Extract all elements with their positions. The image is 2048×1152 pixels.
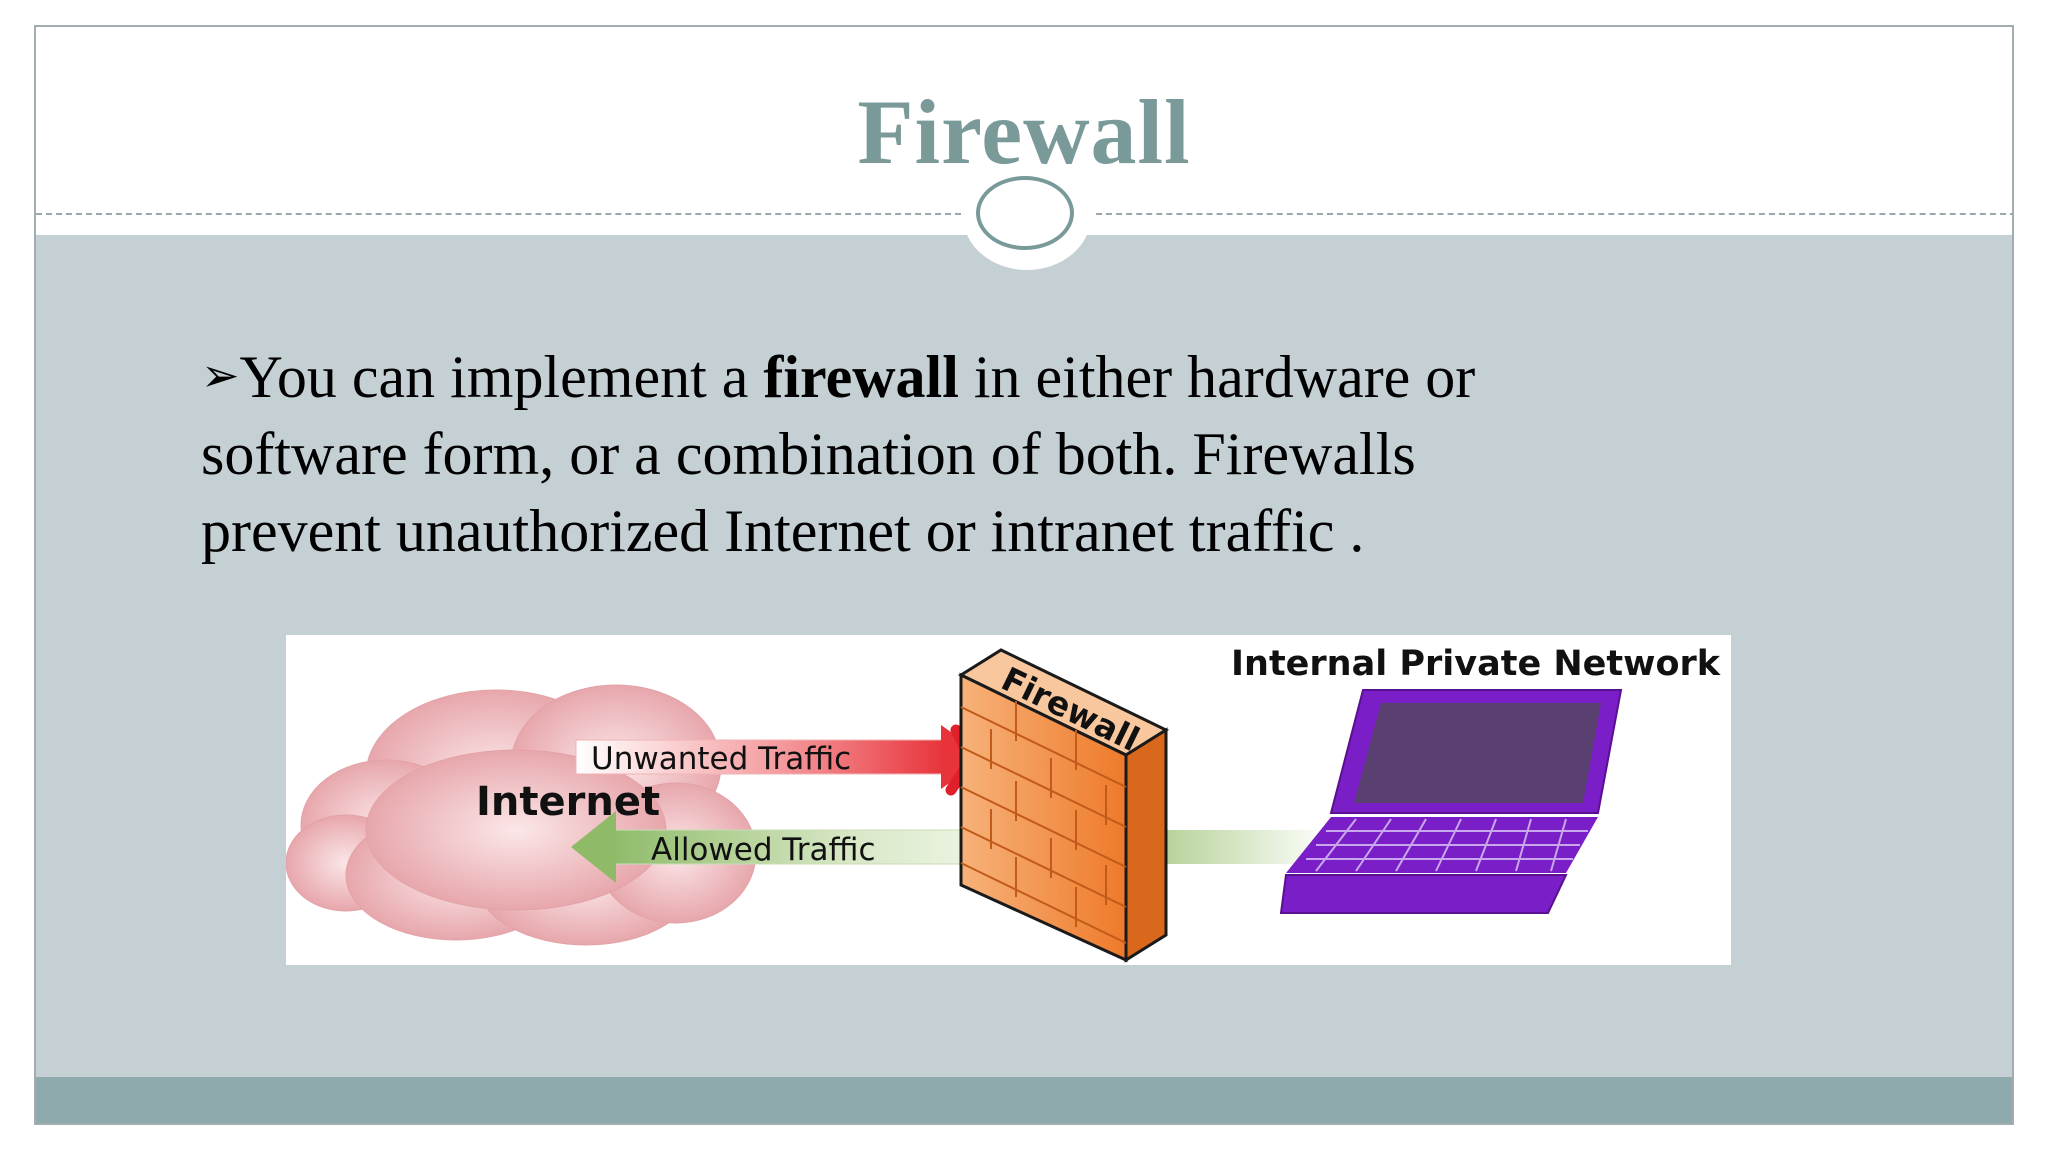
laptop-icon: [1279, 689, 1623, 914]
firewall-diagram: Internet Unwanted Traffic Allowed Traffi…: [286, 635, 1731, 965]
ornament-ring: [976, 176, 1074, 250]
footer-bar: [36, 1077, 2012, 1123]
unwanted-traffic-arrow: [575, 725, 986, 789]
unwanted-traffic-label: Unwanted Traffic: [591, 741, 851, 777]
network-label: Internal Private Network: [1231, 644, 1721, 684]
title-divider-right: [1096, 213, 2012, 215]
allowed-traffic-label: Allowed Traffic: [651, 832, 876, 868]
body-segment-2: in either hardware or: [958, 344, 1476, 410]
diagram-svg: Internet Unwanted Traffic Allowed Traffi…: [286, 644, 1721, 963]
internet-label: Internet: [476, 779, 660, 825]
arrow-bullet-icon: ➢: [201, 348, 240, 402]
firewall-wall-icon: [957, 648, 1170, 963]
internet-cloud-icon: [286, 684, 757, 946]
body-segment-1: You can implement a: [239, 344, 764, 410]
body-line-1: ➢You can implement a firewall in either …: [201, 337, 1701, 416]
body-text: ➢You can implement a firewall in either …: [201, 337, 1701, 570]
body-line-3: prevent unauthorized Internet or intrane…: [201, 498, 1365, 564]
slide: Firewall ➢You can implement a firewall i…: [34, 25, 2014, 1125]
title-divider-left: [36, 213, 971, 215]
body-line-2: software form, or a combination of both.…: [201, 421, 1416, 487]
body-bold-term: firewall: [763, 344, 959, 410]
